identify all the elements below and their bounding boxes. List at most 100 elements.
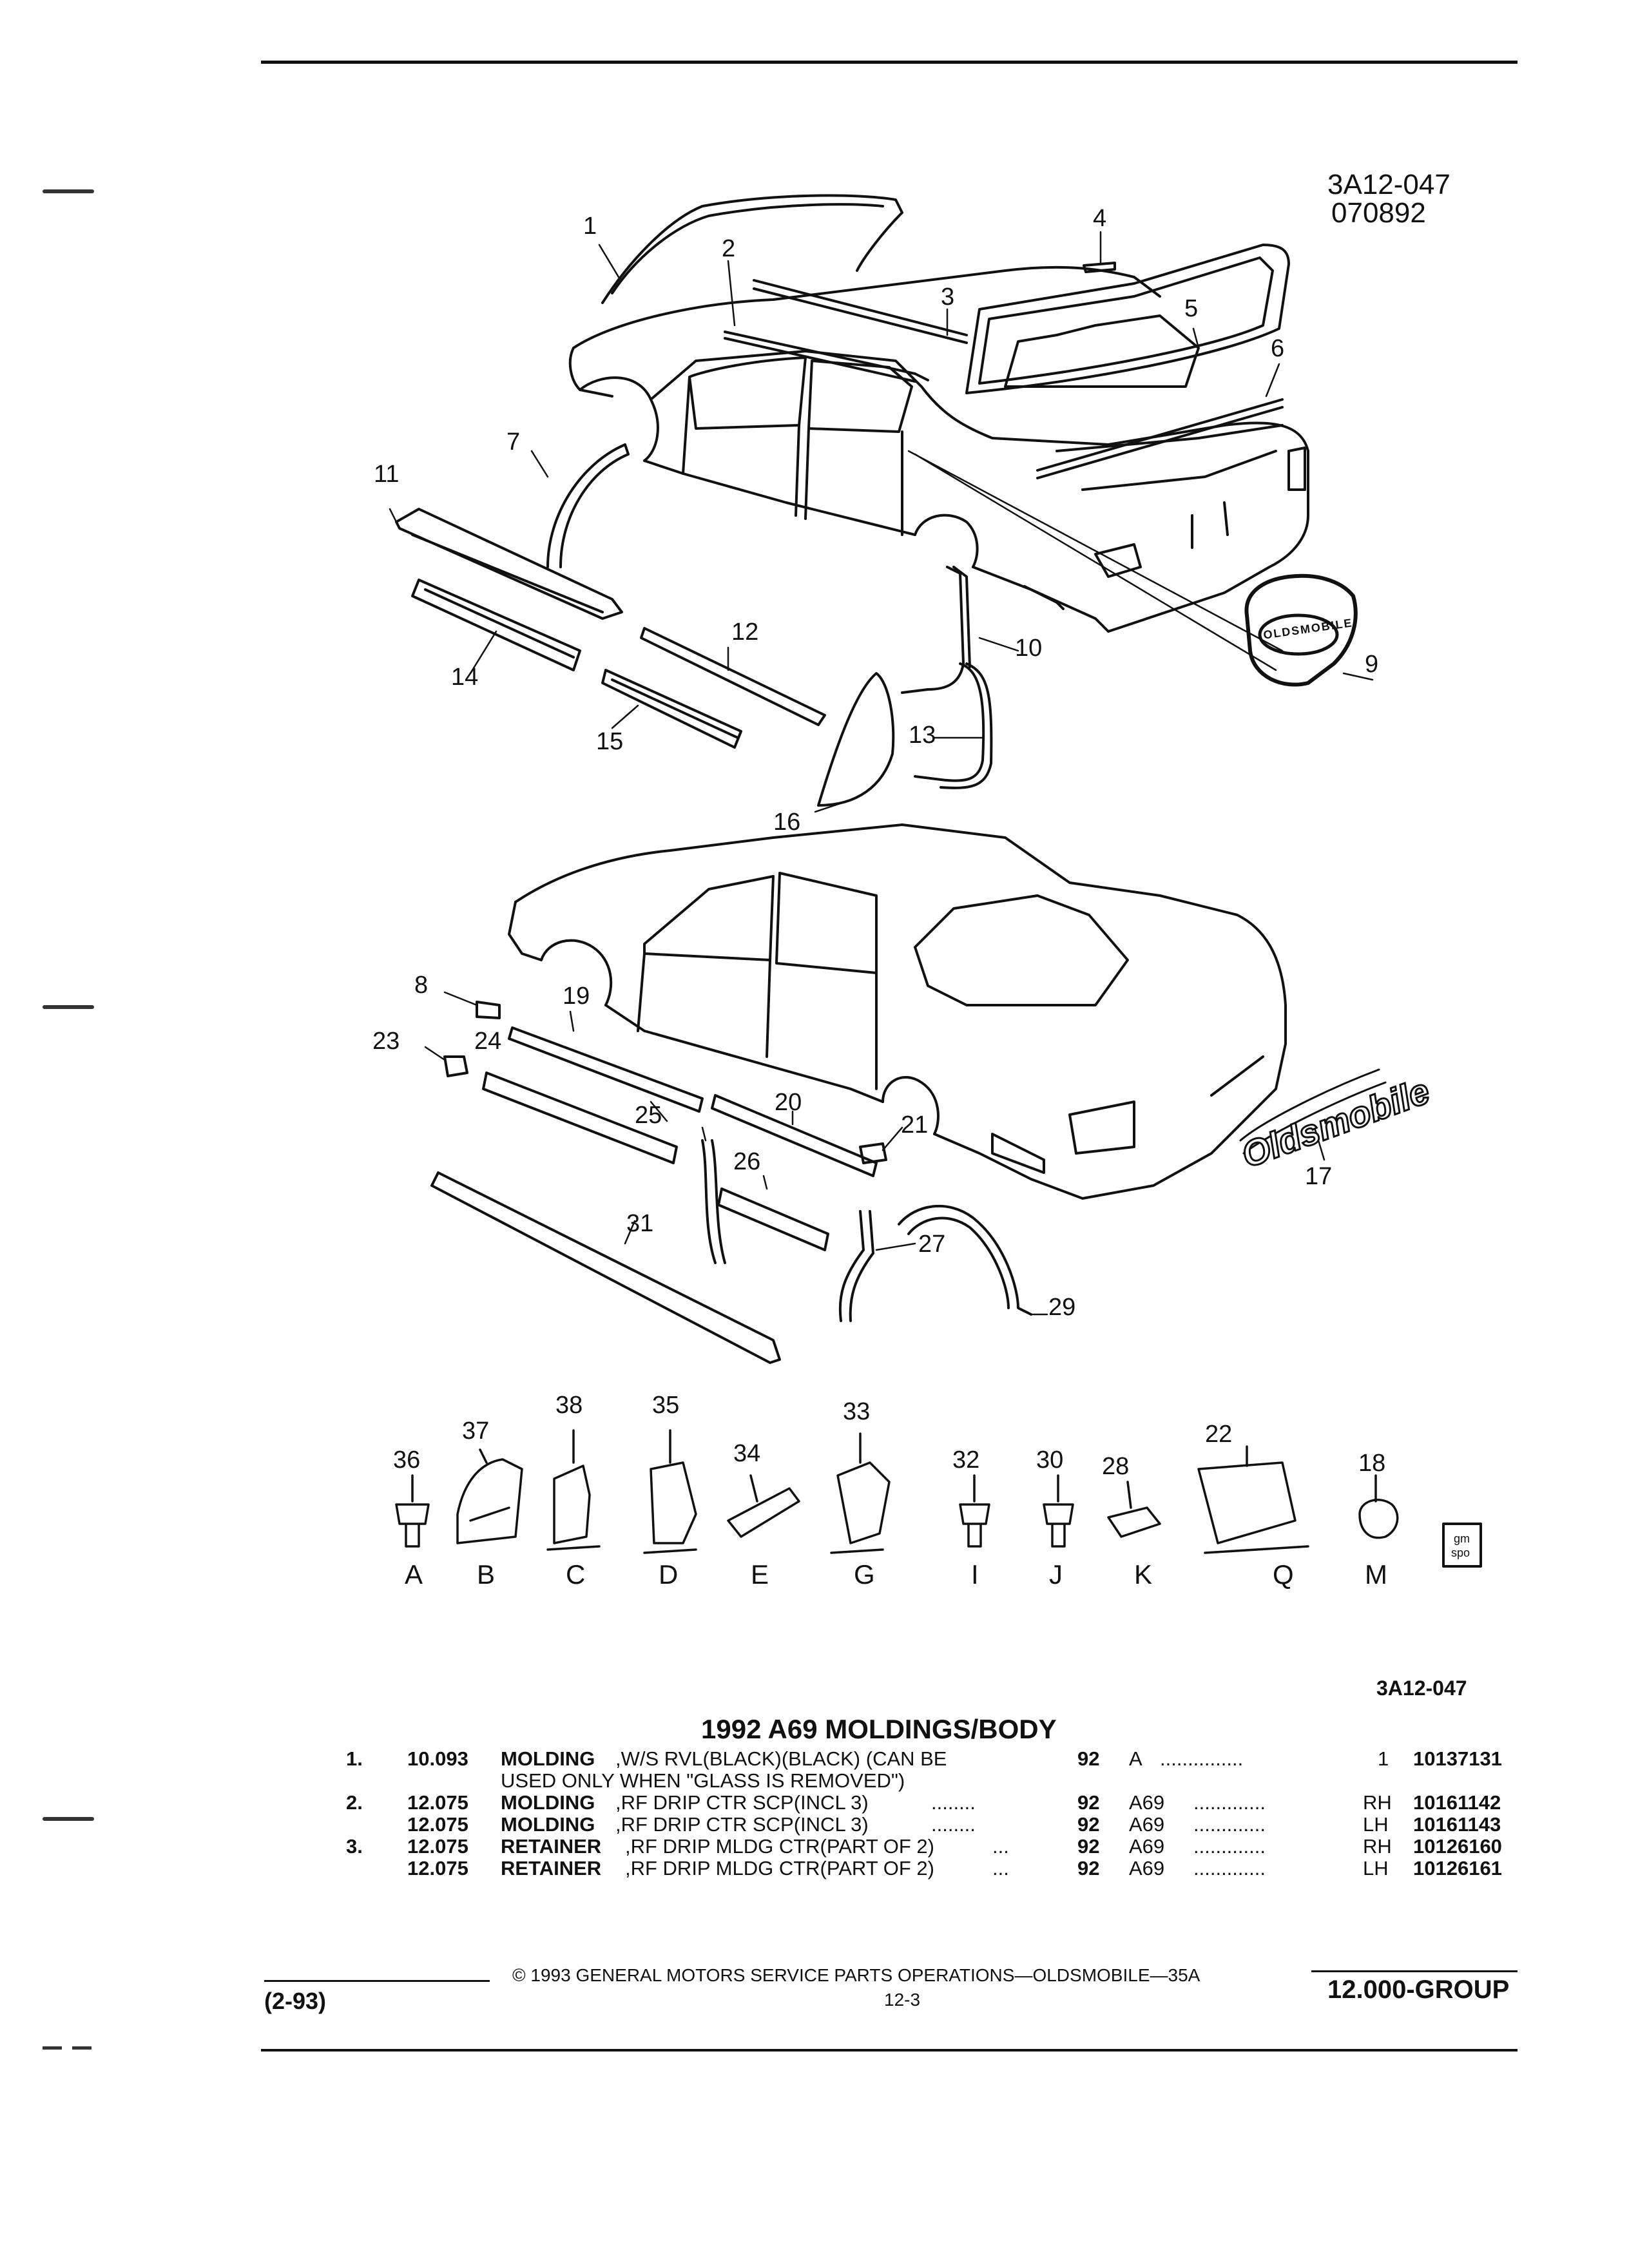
part-qty: RH (1363, 1835, 1392, 1858)
callout-1: 1 (583, 213, 597, 240)
part-6-molding (1036, 398, 1284, 479)
part-19-molding (508, 1026, 704, 1113)
gm-spo-badge (1442, 1523, 1482, 1568)
callout-23: 23 (372, 1028, 400, 1055)
callout-30: 30 (1036, 1446, 1064, 1474)
part-group: 10.093 (407, 1747, 468, 1770)
callout-38: 38 (555, 1392, 583, 1419)
part-desc-cont: USED ONLY WHEN "GLASS IS REMOVED") (501, 1769, 905, 1792)
callout-10: 10 (1015, 635, 1043, 662)
part-7-flare (546, 443, 630, 568)
callout-11: 11 (374, 461, 400, 488)
gm-badge-line2: spo (1451, 1546, 1470, 1559)
callout-19: 19 (563, 983, 590, 1010)
footer-date: (2-93) (264, 1988, 327, 2014)
upper-car-body (568, 265, 1309, 633)
part-lead-dots: ... (992, 1835, 1009, 1858)
part-26-molding (717, 1187, 829, 1251)
gm-badge-line1: gm (1454, 1532, 1470, 1545)
callout-36: 36 (393, 1446, 421, 1474)
parts-diagram (389, 194, 1482, 1568)
part-year: 92 (1077, 1857, 1100, 1879)
fastener-letter-c: C (566, 1559, 586, 1590)
scan-mark (43, 1005, 94, 1009)
footer-group: 12.000-GROUP (1327, 1975, 1510, 2004)
part-3-retainer (753, 279, 968, 344)
part-lead-dots: ........ (931, 1813, 976, 1836)
callout-4: 4 (1093, 205, 1107, 232)
part-2-molding (724, 331, 929, 383)
lower-car-body (508, 823, 1287, 1200)
callout-29: 29 (1048, 1294, 1076, 1321)
part-qty: RH (1363, 1791, 1392, 1814)
callout-26: 26 (733, 1148, 761, 1175)
callout-2: 2 (722, 235, 736, 262)
fastener-letter-i: I (971, 1559, 979, 1590)
part-model: A69 (1129, 1791, 1165, 1814)
part-number: 10126160 (1413, 1835, 1502, 1858)
part-model: A69 (1129, 1835, 1165, 1858)
part-name: MOLDING (501, 1813, 595, 1836)
part-lead-dots: ........ (931, 1791, 976, 1814)
top-rule (261, 61, 1518, 64)
scan-mark (43, 189, 94, 193)
callout-7: 7 (506, 428, 521, 456)
callout-28: 28 (1102, 1453, 1130, 1480)
callout-16: 16 (773, 809, 801, 836)
callout-6: 6 (1271, 335, 1285, 362)
scan-mark (72, 2046, 92, 2050)
part-24-molding (482, 1072, 678, 1164)
footer-page: 12-3 (884, 1990, 921, 2010)
callout-24: 24 (474, 1028, 502, 1055)
callout-21: 21 (901, 1111, 929, 1139)
callout-27: 27 (918, 1231, 946, 1258)
part-item-no: 1. (346, 1747, 363, 1770)
callout-12: 12 (731, 619, 759, 646)
callout-22: 22 (1205, 1421, 1233, 1448)
fastener-letter-k: K (1134, 1559, 1153, 1590)
callout-35: 35 (652, 1392, 680, 1419)
part-model: A69 (1129, 1813, 1165, 1836)
part-14-sill (411, 579, 581, 671)
callout-15: 15 (596, 728, 624, 755)
callout-13: 13 (909, 722, 936, 749)
callout-20: 20 (775, 1089, 802, 1116)
part-number: 10161143 (1413, 1813, 1501, 1836)
callout-14: 14 (451, 664, 479, 691)
part-item-no: 2. (346, 1791, 363, 1814)
footer-rule-left (264, 1980, 490, 1982)
callout-8: 8 (414, 972, 429, 999)
part-20-molding (711, 1094, 878, 1177)
part-name: MOLDING (501, 1747, 595, 1770)
part-17-emblem (1239, 1068, 1387, 1155)
part-qty: 1 (1378, 1747, 1389, 1770)
part-name: RETAINER (501, 1835, 602, 1858)
callout-33: 33 (843, 1398, 871, 1425)
part-model: A (1129, 1747, 1142, 1770)
footer-rule-right (1311, 1970, 1518, 1972)
part-dots: ............. (1193, 1791, 1266, 1814)
callout-25: 25 (635, 1102, 662, 1129)
callout-9: 9 (1365, 651, 1379, 678)
part-4-clip (1083, 262, 1116, 273)
part-25-molding (701, 1139, 726, 1264)
callout-17: 17 (1305, 1163, 1333, 1190)
part-13-molding (914, 662, 993, 789)
fastener-row (395, 1429, 1399, 1554)
scan-mark (43, 2046, 62, 2050)
part-10-molding (901, 566, 971, 694)
part-5-molding (965, 244, 1290, 394)
callout-3: 3 (941, 284, 955, 311)
part-group: 12.075 (407, 1857, 468, 1879)
part-dots: ............. (1193, 1835, 1266, 1858)
part-year: 92 (1077, 1747, 1100, 1770)
callout-37: 37 (462, 1418, 490, 1445)
footer-copyright: © 1993 GENERAL MOTORS SERVICE PARTS OPER… (512, 1965, 1200, 1985)
part-29-molding (898, 1204, 1032, 1316)
part-name: RETAINER (501, 1857, 602, 1879)
part-lead-dots: ... (992, 1857, 1009, 1879)
part-31-molding (430, 1171, 781, 1364)
fastener-letter-j: J (1049, 1559, 1063, 1590)
part-desc: ,W/S RVL(BLACK)(BLACK) (CAN BE (615, 1747, 947, 1770)
part-dots: ............. (1193, 1857, 1266, 1879)
